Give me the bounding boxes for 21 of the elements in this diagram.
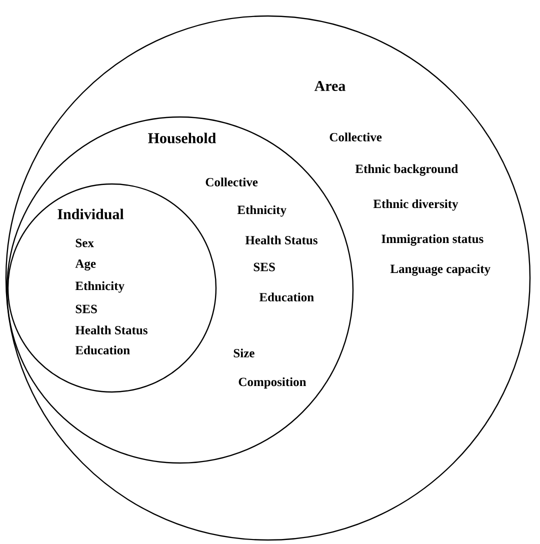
list-item: Ethnicity (237, 205, 286, 217)
list-item: Education (75, 346, 130, 354)
list-item: Health Status (245, 236, 318, 244)
list-item: Health Status (75, 326, 148, 334)
list-item: Ethnic background (355, 164, 458, 176)
list-item: Ethnic diversity (373, 199, 458, 211)
list-item: Ethnicity (75, 281, 124, 293)
list-item: Sex (76, 238, 94, 248)
list-item: Collective (206, 178, 258, 186)
list-item: Age (75, 260, 96, 270)
list-item: Size (234, 348, 254, 358)
circle-heading: Household (148, 132, 216, 144)
list-item: SES (76, 304, 97, 314)
circle-heading: Individual (58, 208, 124, 220)
list-item: Composition (238, 377, 306, 389)
circle-heading: Area (314, 80, 346, 92)
list-item: Collective (330, 132, 382, 142)
list-item: Language capacity (390, 264, 490, 276)
list-item: SES (254, 262, 275, 272)
list-item: Education (259, 292, 314, 302)
list-item: Immigration status (382, 234, 484, 246)
